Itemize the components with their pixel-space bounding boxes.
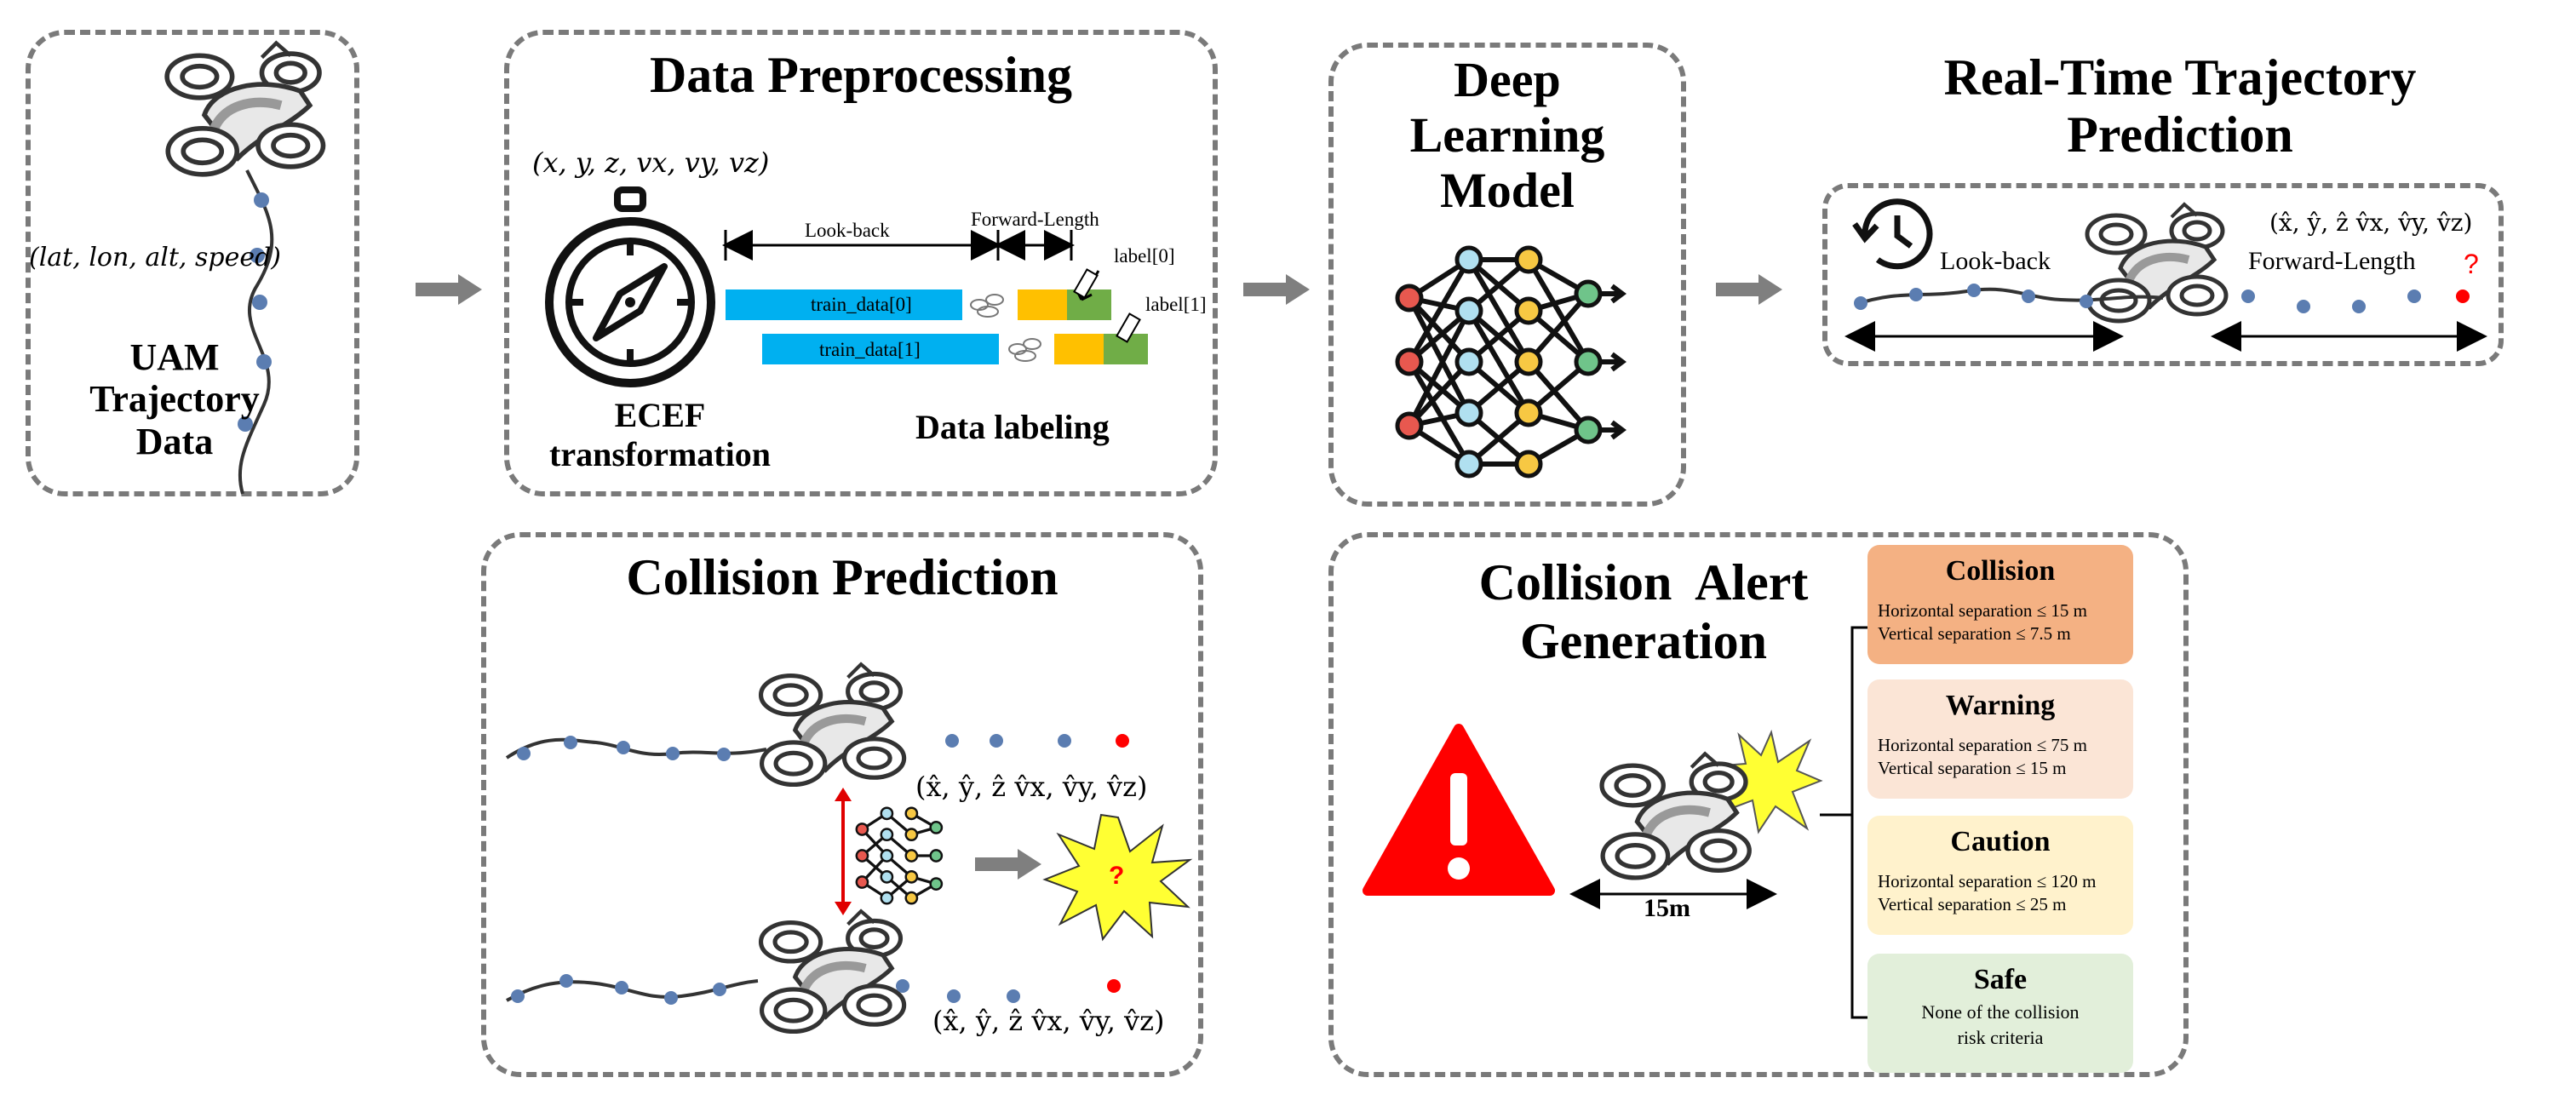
label1-label: label[1] [1145, 294, 1207, 315]
ecef-coords-label: (x, y, z, vx, vy, vz) [532, 146, 770, 179]
flow-arrow-2 [1243, 274, 1310, 305]
alert-level-name: Caution [1950, 826, 2051, 857]
alert-distance-label: 15m [1644, 894, 1690, 922]
alert-level-criteria-line1: Horizontal separation ≤ 75 m [1878, 735, 2087, 755]
alert-level-criteria-line2: risk criteria [1957, 1026, 2044, 1048]
uam-title: UAM Trajectory Data [60, 336, 290, 462]
alert-level-criteria-line1: None of the collision [1921, 1001, 2080, 1023]
dl-model-title: Deep Learning Model [1328, 52, 1686, 219]
collision-flow-arrow [975, 849, 1041, 880]
alert-burst-icon [1711, 729, 1823, 834]
neural-network-icon [1395, 245, 1626, 479]
alert-title: Collision Alert Generation [1448, 553, 1839, 671]
panel-collision-prediction [481, 532, 1203, 1077]
realtime-title: Real-Time Trajectory Prediction [1831, 49, 2529, 163]
dl-title-line3: Model [1440, 162, 1575, 218]
preprocessing-title: Data Preprocessing [649, 47, 1073, 103]
warning-triangle-icon [1363, 724, 1555, 896]
collision-question-mark: ? [1109, 862, 1125, 890]
alert-bracket [1820, 626, 1867, 1019]
history-clock-icon [1852, 198, 1933, 270]
dl-title-line2: Learning [1409, 106, 1605, 163]
realtime-trajectory [1845, 284, 2487, 352]
alert-distance-arrow [1569, 879, 1777, 909]
collision-burst-icon [1042, 813, 1193, 942]
alert-level-name: Safe [1973, 964, 2028, 995]
data-labeling-label: Data labeling [915, 408, 1110, 446]
uam-title-line1: UAM [129, 336, 220, 378]
collision-pred-coords-bottom: (x̂, ŷ, ẑ v̂x, v̂y, v̂z) [932, 1005, 1165, 1037]
collision-upper-drone-icon [741, 660, 920, 800]
collision-prediction-title: Collision Prediction [626, 549, 1059, 605]
flow-arrow-3 [1716, 274, 1782, 305]
lookback-label: Look-back [805, 220, 890, 241]
panel-realtime-prediction [1822, 183, 2504, 366]
panel-collision-alert [1328, 532, 2189, 1077]
collision-distance-arrow [835, 788, 852, 915]
forward-length-label: Forward-Length [971, 209, 1099, 230]
panel-data-preprocessing [504, 30, 1218, 496]
uam-drone-icon [145, 38, 341, 192]
uam-trajectory-curve [238, 169, 274, 495]
collision-upper-trajectory [505, 734, 1129, 761]
realtime-title-line1: Real-Time Trajectory [1943, 49, 2417, 106]
alert-level-criteria-line2: Vertical separation ≤ 25 m [1878, 894, 2067, 915]
train-data-1-label: train_data[1] [819, 339, 921, 360]
realtime-pred-coords: (x̂, ŷ, ẑ v̂x, v̂y, v̂z) [2269, 209, 2473, 237]
realtime-forward-length-label: Forward-Length [2248, 247, 2416, 275]
ecef-label: ECEF transformation [519, 396, 800, 474]
uam-title-line3: Data [135, 420, 214, 462]
alert-title-line1: Collision Alert [1478, 554, 1809, 610]
ecef-label-line1: ECEF [614, 396, 706, 434]
collision-pred-coords-top: (x̂, ŷ, ẑ v̂x, v̂y, v̂z) [915, 771, 1148, 803]
realtime-question-mark: ? [2464, 249, 2479, 279]
alert-level-name: Collision [1945, 555, 2056, 587]
panel-uam-trajectory-data [26, 30, 359, 496]
label0-label: label[0] [1114, 245, 1175, 267]
uam-title-line2: Trajectory [89, 378, 260, 421]
panel-deep-learning-model [1328, 43, 1686, 507]
compass-icon [545, 186, 715, 387]
ecef-label-line2: transformation [549, 435, 771, 473]
lookback-window-diagram [722, 230, 1148, 364]
alert-level-criteria-line2: Vertical separation ≤ 7.5 m [1878, 623, 2071, 645]
alert-drone-icon [1580, 749, 1767, 894]
dl-title-line1: Deep [1454, 52, 1561, 107]
alert-level-criteria-line1: Horizontal separation ≤ 15 m [1878, 600, 2087, 621]
alert-title-line2: Generation [1520, 613, 1767, 669]
realtime-title-line2: Prediction [2067, 106, 2293, 163]
collision-lower-trajectory [506, 974, 1121, 1005]
alert-level-name: Warning [1945, 690, 2056, 721]
flow-arrow-1 [416, 274, 482, 305]
train-data-0-label: train_data[0] [811, 294, 912, 315]
realtime-lookback-label: Look-back [1940, 247, 2051, 275]
alert-level-criteria-line2: Vertical separation ≤ 15 m [1878, 758, 2067, 779]
alert-level-criteria-line1: Horizontal separation ≤ 120 m [1878, 871, 2097, 891]
collision-nn-icon [855, 806, 944, 905]
uam-coords-label: (lat, lon, alt, speed) [29, 243, 281, 272]
